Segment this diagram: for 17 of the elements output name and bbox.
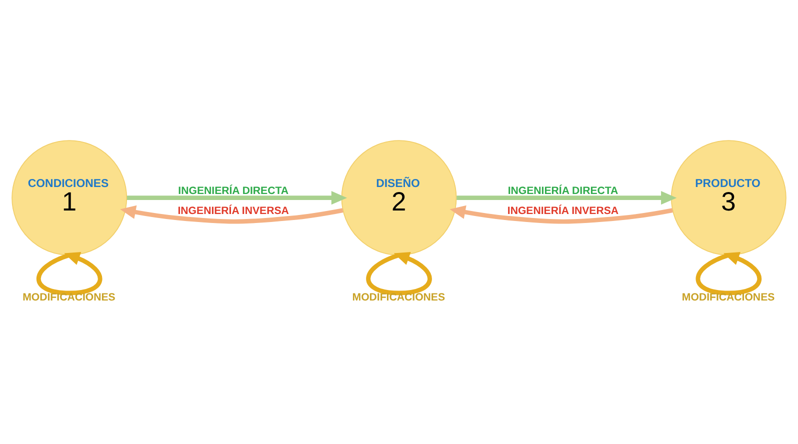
edge-label: INGENIERÍA INVERSA <box>507 204 619 217</box>
node-circle: DISEÑO 2 <box>341 140 457 256</box>
node-circle: PRODUCTO 3 <box>670 140 786 256</box>
arrow <box>120 204 344 224</box>
edge-label: MODIFICACIONES <box>682 291 775 304</box>
arrow <box>450 204 673 224</box>
arrow <box>126 190 348 204</box>
node-circle: CONDICIONES 1 <box>12 140 128 256</box>
edge-label: INGENIERÍA DIRECTA <box>178 184 289 196</box>
arrow <box>36 252 102 295</box>
arrow <box>696 252 762 295</box>
edge-label: INGENIERÍA DIRECTA <box>508 184 618 196</box>
edge-label: MODIFICACIONES <box>352 291 445 304</box>
arrow <box>366 252 432 295</box>
edge-label: INGENIERÍA INVERSA <box>178 204 289 217</box>
arrow <box>456 190 677 204</box>
edge-label: MODIFICACIONES <box>22 291 116 304</box>
